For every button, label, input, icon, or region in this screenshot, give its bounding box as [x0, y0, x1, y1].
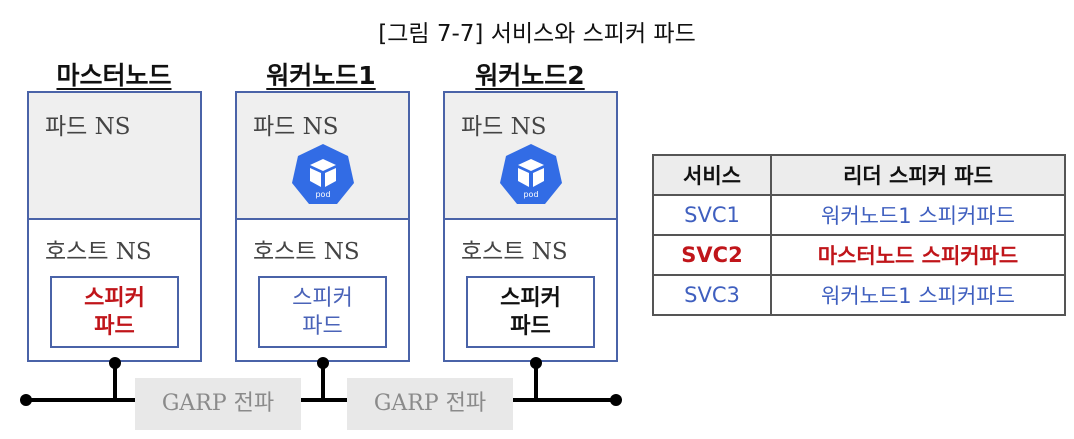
worker-node1-title: 워커노드1 [266, 61, 376, 90]
bus-end-left-dot [20, 394, 32, 406]
master-node-link [113, 362, 117, 400]
worker-node1-box: 파드 NS pod 호스트 NS 스피커 파드 [235, 91, 410, 362]
worker-node2-link [534, 362, 538, 400]
figure-title: [그림 7-7] 서비스와 스피커 파드 [378, 21, 696, 47]
host-ns-label: 호스트 NS [253, 239, 360, 265]
garp-propagation-label: GARP 전파 [347, 378, 513, 430]
pod-ns-label: 파드 NS [45, 114, 131, 140]
host-ns-label: 호스트 NS [461, 239, 568, 265]
pod-ns-label: 파드 NS [461, 114, 547, 140]
table-row: SVC2 마스터노드 스피커파드 [652, 234, 1066, 276]
host-namespace: 호스트 NS 스피커 파드 [237, 220, 408, 360]
worker-node2-box: 파드 NS pod 호스트 NS 스피커 파드 [443, 91, 618, 362]
garp-propagation-label: GARP 전파 [135, 378, 301, 430]
host-namespace: 호스트 NS 스피커 파드 [445, 220, 616, 360]
leader-cell: 워커노드1 스피커파드 [770, 194, 1066, 236]
master-node-title: 마스터노드 [56, 61, 172, 90]
service-cell: SVC1 [652, 194, 772, 236]
worker-node2-port-dot [530, 357, 542, 369]
kubernetes-pod-icon: pod [499, 143, 563, 205]
speaker-label: 스피커 [292, 286, 353, 311]
pod-label: 파드 [94, 314, 135, 339]
master-node-port-dot [109, 357, 121, 369]
service-leader-table: 서비스 리더 스피커 파드 SVC1 워커노드1 스피커파드 SVC2 마스터노… [652, 154, 1066, 316]
table-header-row: 서비스 리더 스피커 파드 [652, 154, 1066, 196]
pod-label: 파드 [510, 314, 551, 339]
table-row: SVC1 워커노드1 스피커파드 [652, 194, 1066, 236]
master-node-box: 파드 NS 호스트 NS 스피커 파드 [27, 91, 202, 362]
kubernetes-pod-icon: pod [291, 143, 355, 205]
worker-node1-link [321, 362, 325, 400]
pod-namespace: 파드 NS [29, 93, 200, 220]
worker-node1-port-dot [317, 357, 329, 369]
service-cell: SVC2 [652, 234, 772, 276]
table-row: SVC3 워커노드1 스피커파드 [652, 274, 1066, 316]
bus-end-right-dot [610, 394, 622, 406]
speaker-label: 스피커 [84, 286, 145, 311]
leader-cell: 마스터노드 스피커파드 [770, 234, 1066, 276]
pod-label: 파드 [302, 314, 343, 339]
leader-cell: 워커노드1 스피커파드 [770, 274, 1066, 316]
speaker-pod-leader: 스피커 파드 [50, 276, 179, 348]
speaker-label: 스피커 [500, 286, 561, 311]
pod-ns-label: 파드 NS [253, 114, 339, 140]
network-bus-line [26, 398, 616, 402]
worker-node2-title: 워커노드2 [475, 61, 585, 90]
speaker-pod: 스피커 파드 [466, 276, 595, 348]
pod-icon-label: pod [523, 190, 538, 199]
pod-namespace: 파드 NS pod [445, 93, 616, 220]
pod-icon-label: pod [315, 190, 330, 199]
host-ns-label: 호스트 NS [45, 239, 152, 265]
pod-namespace: 파드 NS pod [237, 93, 408, 220]
service-cell: SVC3 [652, 274, 772, 316]
column-header-service: 서비스 [652, 154, 772, 196]
column-header-leader: 리더 스피커 파드 [770, 154, 1066, 196]
speaker-pod: 스피커 파드 [258, 276, 387, 348]
host-namespace: 호스트 NS 스피커 파드 [29, 220, 200, 360]
